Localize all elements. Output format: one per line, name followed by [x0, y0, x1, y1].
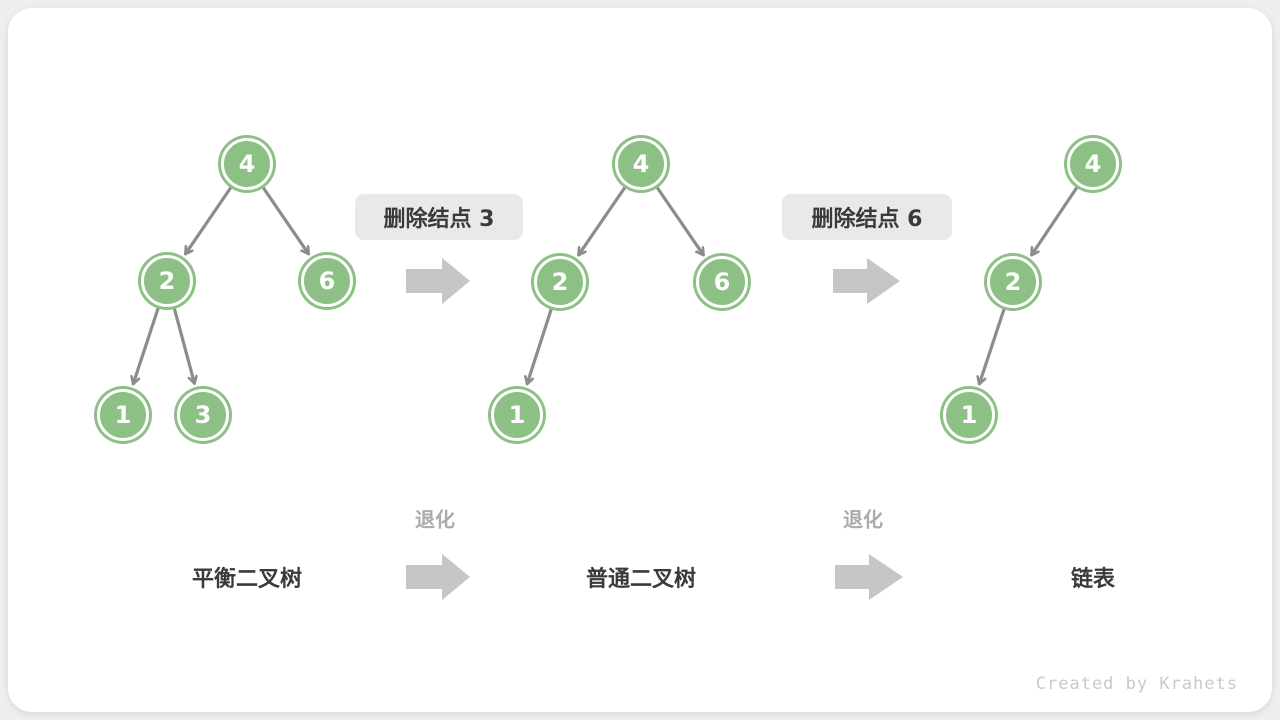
tree1-type-label: 平衡二叉树 — [191, 567, 303, 592]
tree2-node-6: 6 — [696, 256, 748, 308]
delete-node-3-label: 删除结点 3 — [355, 194, 523, 240]
degrade-label-2: 退化 — [843, 507, 883, 532]
tree1-node-6: 6 — [301, 255, 353, 307]
tree3-node-1: 1 — [943, 389, 995, 441]
delete-node-6-label: 删除结点 6 — [782, 194, 952, 240]
tree3-node-4: 4 — [1067, 138, 1119, 190]
degrade-label-1: 退化 — [415, 507, 455, 532]
tree3-node-2: 2 — [987, 256, 1039, 308]
tree3-type-label: 链表 — [1070, 567, 1116, 592]
canvas-card — [8, 8, 1272, 712]
watermark-credit: Created by Krahets — [1035, 674, 1238, 694]
tree2-node-2: 2 — [534, 256, 586, 308]
tree2-node-1: 1 — [491, 389, 543, 441]
tree1-node-2: 2 — [141, 255, 193, 307]
tree1-node-3: 3 — [177, 389, 229, 441]
tree2-type-label: 普通二叉树 — [585, 567, 697, 592]
tree2-node-4: 4 — [615, 138, 667, 190]
tree1-node-4: 4 — [221, 138, 273, 190]
tree1-node-1: 1 — [97, 389, 149, 441]
